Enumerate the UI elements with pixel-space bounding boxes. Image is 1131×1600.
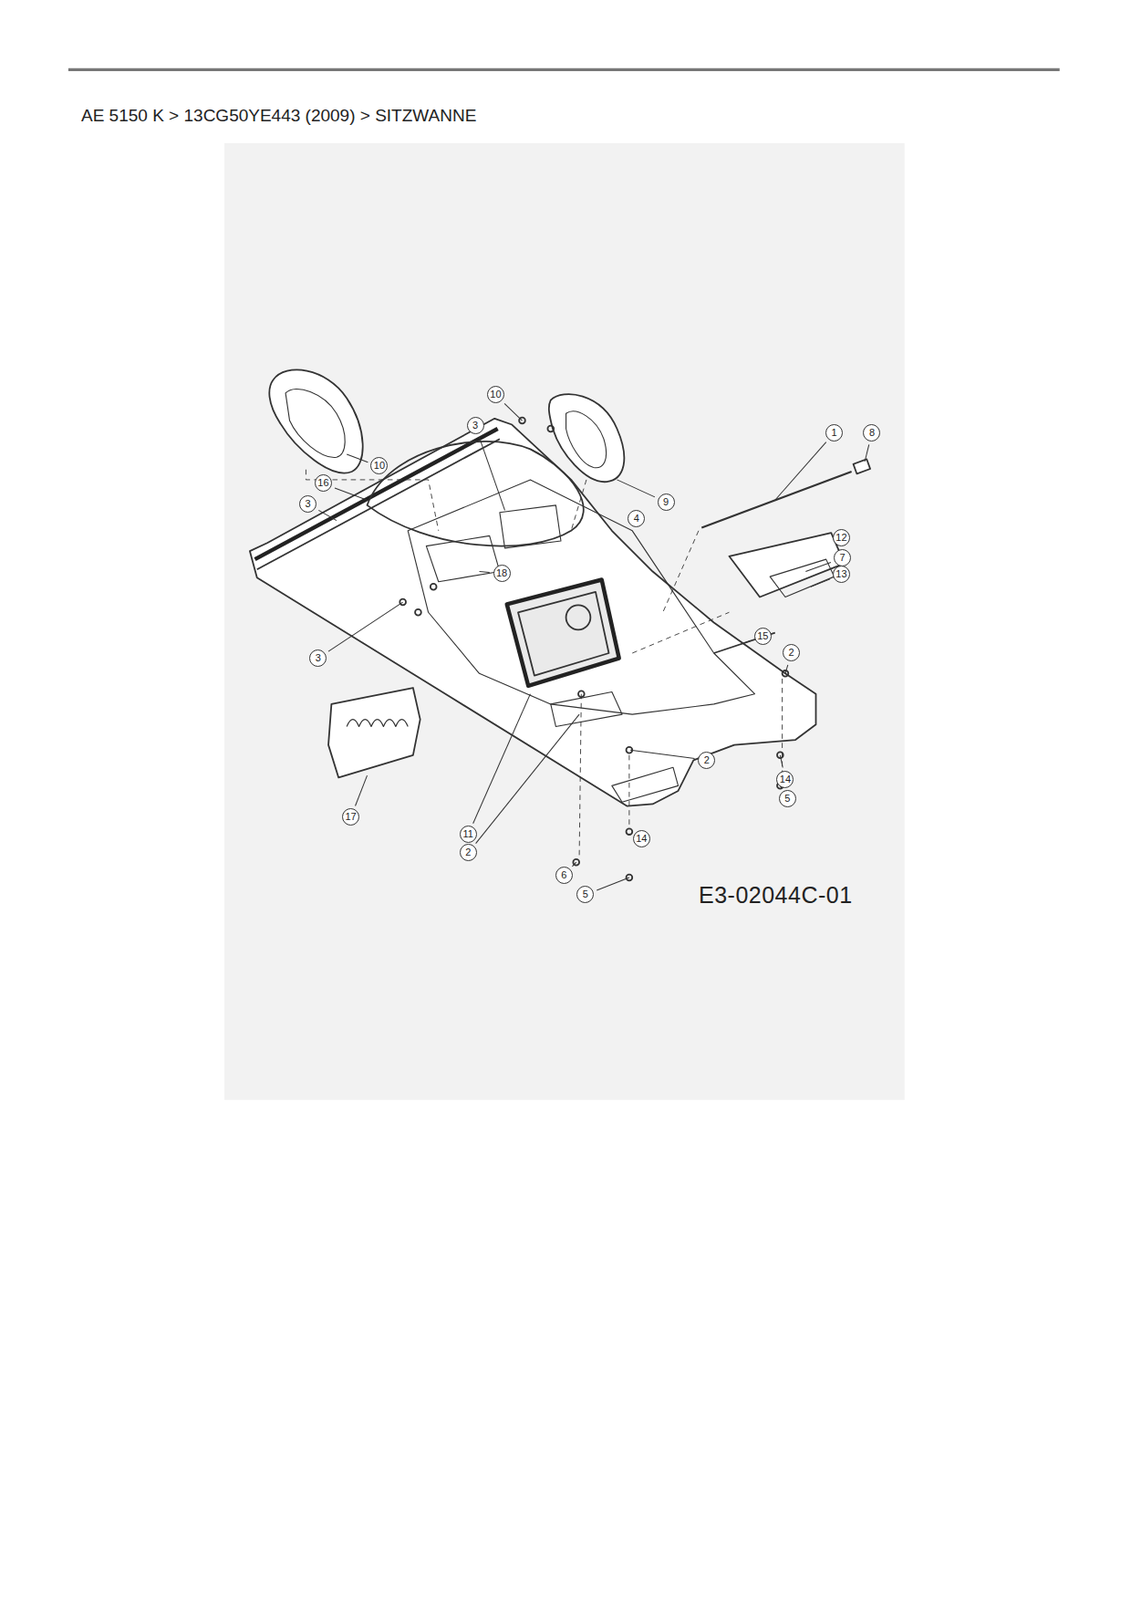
leader-line bbox=[744, 640, 751, 643]
callout-number: 9 bbox=[657, 493, 675, 511]
drawing-number: E3-02044C-01 bbox=[698, 881, 853, 909]
leader-line bbox=[775, 442, 827, 501]
leader-line bbox=[478, 436, 505, 510]
leader-line bbox=[473, 694, 531, 824]
leader-line bbox=[779, 755, 783, 768]
leader-line bbox=[479, 571, 490, 573]
leader-line bbox=[346, 454, 368, 463]
leader-line bbox=[805, 562, 831, 572]
callout-number: 1 bbox=[825, 424, 843, 442]
callout-number: 18 bbox=[493, 564, 511, 582]
callout-number: 3 bbox=[299, 495, 317, 513]
callout-number: 3 bbox=[466, 416, 485, 435]
leader-line bbox=[355, 775, 368, 806]
callout-number: 6 bbox=[555, 866, 573, 884]
header-rule bbox=[68, 68, 1060, 72]
leader-line bbox=[504, 403, 522, 421]
callout-number: 3 bbox=[309, 649, 327, 667]
leader-line bbox=[571, 861, 576, 867]
callout-number: 2 bbox=[697, 751, 716, 769]
leader-line bbox=[630, 749, 696, 758]
leader-line bbox=[476, 714, 580, 844]
callout-number: 11 bbox=[459, 825, 478, 843]
leader-line bbox=[810, 579, 831, 587]
callout-number: 15 bbox=[754, 627, 772, 645]
leader-line bbox=[318, 509, 337, 520]
leader-line bbox=[864, 444, 870, 461]
callout-number: 4 bbox=[627, 509, 645, 528]
seat-pan bbox=[249, 418, 817, 807]
callout-number: 14 bbox=[632, 830, 651, 848]
callout-number: 13 bbox=[832, 565, 851, 583]
page-title: AE 5150 K > 13CG50YE443 (2009) > SITZWAN… bbox=[81, 105, 477, 126]
leader-line bbox=[334, 487, 368, 500]
leader-line bbox=[616, 479, 654, 498]
leader-line bbox=[785, 664, 789, 675]
callout-number: 2 bbox=[459, 843, 478, 862]
callout-number: 12 bbox=[832, 529, 851, 547]
callout-number: 8 bbox=[862, 424, 881, 442]
illustration-ground bbox=[224, 143, 905, 1100]
leader-line bbox=[328, 601, 404, 652]
callout-number: 5 bbox=[778, 789, 797, 808]
callout-number: 10 bbox=[487, 385, 505, 404]
leader-line bbox=[596, 877, 630, 891]
